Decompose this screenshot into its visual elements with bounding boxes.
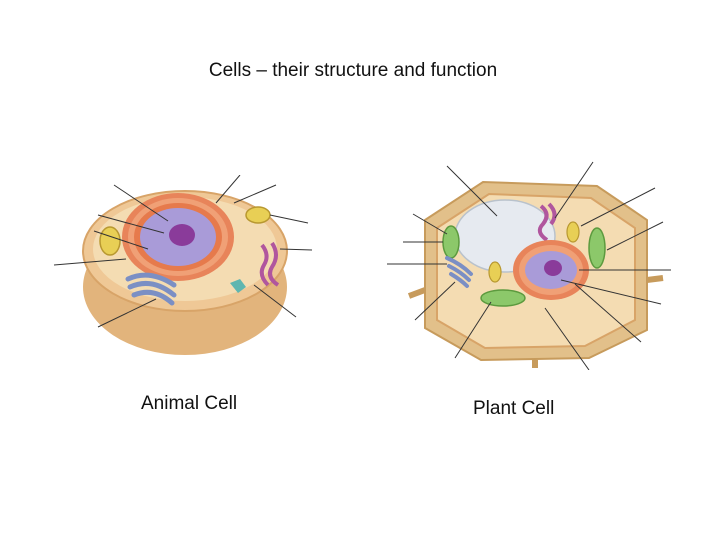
animal-nucleolus (169, 224, 195, 246)
mitochondrion (567, 222, 579, 242)
plant-nucleolus (544, 260, 562, 276)
mitochondrion (100, 227, 120, 255)
mitochondrion (489, 262, 501, 282)
slide-title: Cells – their structure and function (0, 60, 706, 82)
chloroplast (589, 228, 605, 268)
animal-cell-caption: Animal Cell (141, 393, 237, 415)
animal-cell-diagram (50, 175, 320, 365)
plant-cell-diagram (385, 160, 675, 370)
chloroplast (443, 226, 459, 258)
mitochondrion (246, 207, 270, 223)
chloroplast (481, 290, 525, 306)
plant-cell-caption: Plant Cell (473, 398, 554, 420)
